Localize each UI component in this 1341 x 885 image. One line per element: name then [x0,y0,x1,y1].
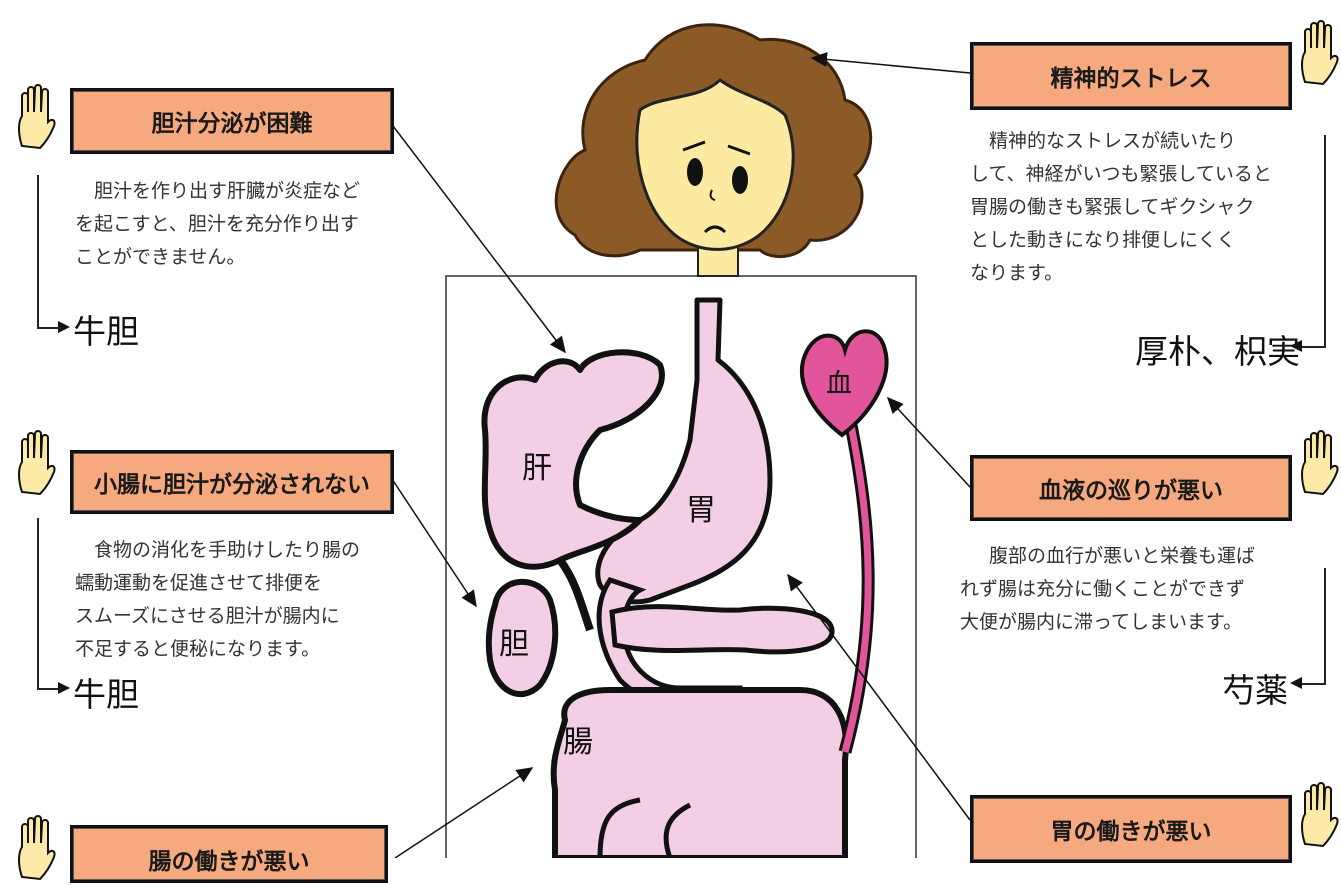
cause-description-small-intestine: 食物の消化を手助けしたり腸の 蠕動運動を促進させて排便を スムーズにさせる胆汁が… [75,534,405,666]
pancreas-shape [612,607,832,652]
remedy-small-intestine: 牛胆 [73,668,139,716]
intestine-shape [554,690,846,858]
cause-title-stomach-function: 胃の働きが悪い [970,795,1292,863]
cause-title-intestine-function: 腸の働きが悪い [70,825,388,883]
cause-description-mental-stress: 精神的なストレスが続いたり して、神経がいつも緊張していると 胃腸の働きも緊張し… [970,125,1300,290]
organ-label-stomach: 胃 [686,493,716,528]
woman-right-eye [732,166,748,194]
remedy-mental-stress: 厚朴、枳実 [1135,325,1300,373]
cause-title-mental-stress: 精神的ストレス [970,42,1292,110]
woman-left-eye [687,158,703,186]
hand-icon [1297,782,1341,852]
hand-icon [14,815,58,885]
flow-arrowhead-right-2 [1290,677,1302,689]
flow-line-left-1 [37,175,61,329]
hand-icon [14,84,58,154]
flow-line-right-2 [1302,568,1326,685]
remedy-blood-circulation: 芍薬 [1222,664,1288,712]
hand-icon [1297,430,1341,500]
flow-line-right-1 [1302,135,1326,348]
cause-title-blood-circulation: 血液の巡りが悪い [970,455,1292,521]
cause-title-bile-secretion: 胆汁分泌が困難 [70,88,394,154]
cause-title-small-intestine: 小腸に胆汁が分泌されない [70,450,394,514]
organ-label-blood: 血 [826,369,852,399]
organ-label-intestine: 腸 [563,725,593,760]
cause-description-bile-secretion: 胆汁を作り出す肝臓が炎症など を起こすと、胆汁を充分作り出す ことができません。 [75,175,405,274]
hand-icon [1297,20,1341,90]
remedy-bile-secretion: 牛胆 [73,305,139,353]
flow-line-left-2 [37,518,61,690]
organ-label-gallbladder: 胆 [499,627,529,662]
cause-description-blood-circulation: 腹部の血行が悪いと栄養も運ば れず腸は充分に働くことができず 大便が腸内に滞って… [960,540,1300,639]
organ-label-liver: 肝 [522,451,552,486]
hand-icon [14,430,58,500]
